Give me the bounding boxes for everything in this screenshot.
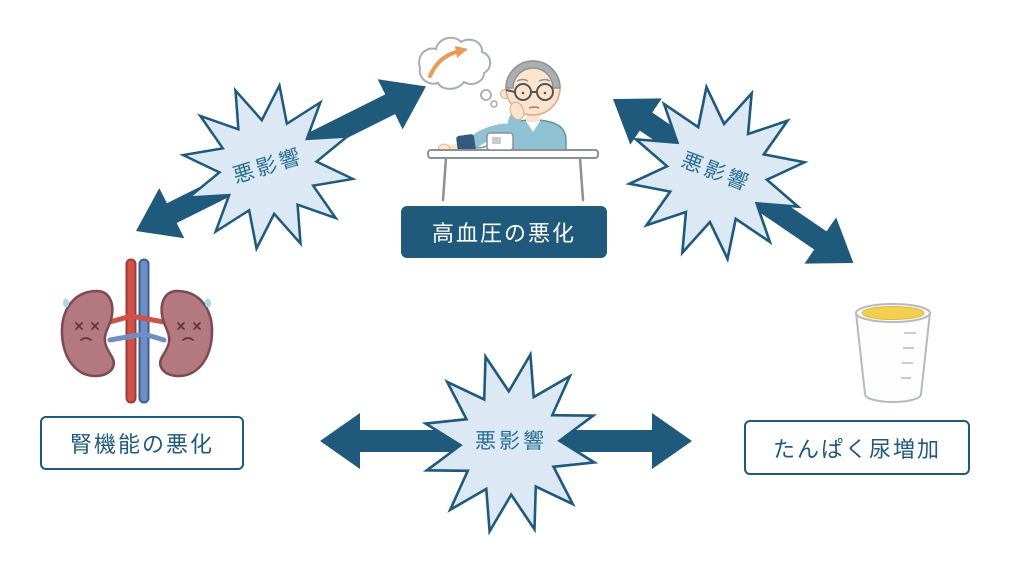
blood-pressure-cuff: [456, 134, 476, 153]
urine-surface: [861, 306, 925, 320]
cup-body: [855, 312, 931, 404]
right-kidney: [159, 289, 214, 378]
kidneys-illustration: [60, 258, 214, 404]
node-proteinuria-label: たんぱく尿増加: [772, 437, 941, 463]
node-proteinuria: たんぱく尿増加: [744, 420, 970, 475]
right-kidney-face: [177, 322, 201, 341]
gray-hair: [505, 60, 561, 89]
node-hypertension: 高血圧の悪化: [401, 206, 607, 258]
left-kidney: [60, 289, 115, 378]
table: [427, 149, 599, 159]
burst-label-bottom: 悪影響: [475, 429, 547, 453]
left-kidney-face: [75, 322, 99, 341]
blood-pressure-monitor: [486, 132, 514, 151]
sweat-drop-icon: [205, 298, 211, 308]
hand-on-chin: [509, 101, 525, 121]
thought-bubble-icon: [418, 36, 498, 108]
urine-cup-illustration: [855, 303, 931, 404]
node-hypertension-label: 高血圧の悪化: [431, 222, 576, 247]
cup-graduations: [901, 332, 916, 379]
hypertension-man-illustration: [418, 36, 599, 202]
node-kidney-function-label: 腎機能の悪化: [69, 433, 214, 458]
node-kidney-function: 腎機能の悪化: [40, 416, 244, 470]
sweat-drop-icon: [63, 298, 69, 308]
glasses-icon: [505, 83, 554, 101]
